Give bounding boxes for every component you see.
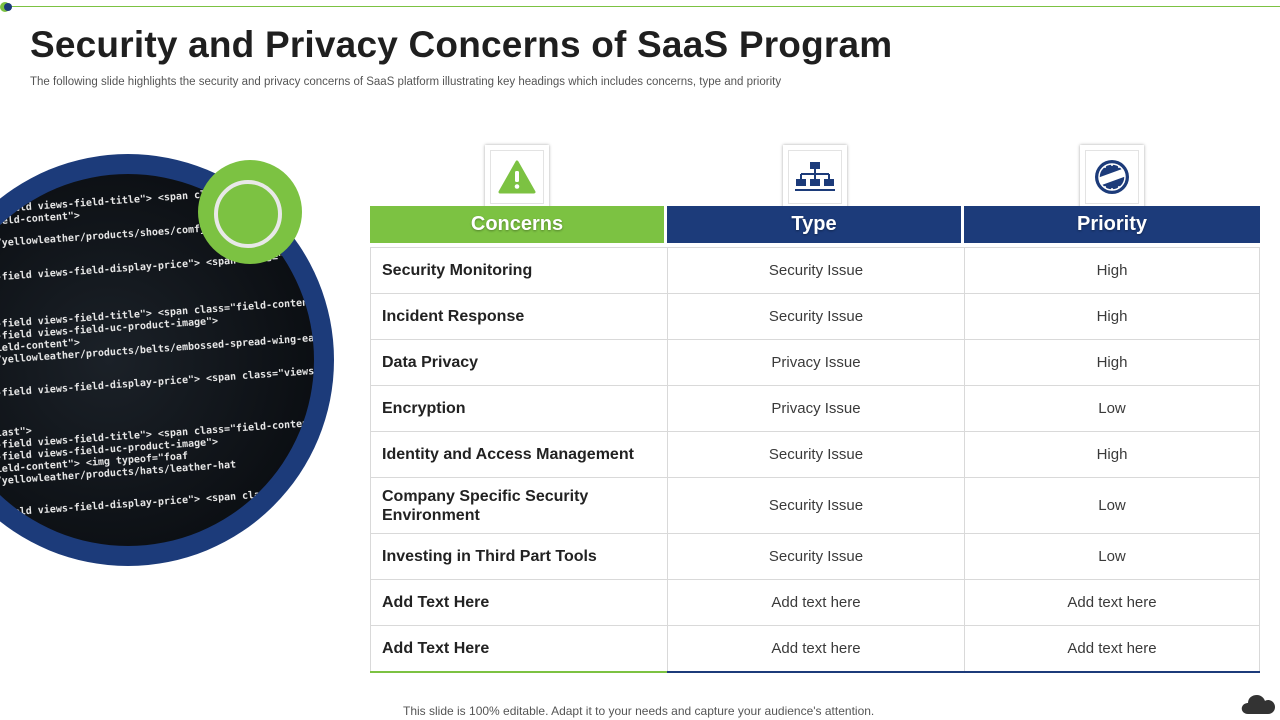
table-row: Data Privacy Privacy Issue High — [370, 339, 1260, 385]
priority-cell: Low — [964, 534, 1260, 579]
concern-cell: Encryption — [370, 386, 667, 431]
table-row: Encryption Privacy Issue Low — [370, 385, 1260, 431]
type-cell: Security Issue — [667, 248, 964, 293]
priority-cell: Add text here — [964, 626, 1260, 671]
priority-cell: High — [964, 432, 1260, 477]
type-cell: Privacy Issue — [667, 386, 964, 431]
priority-seal-icon — [1095, 160, 1129, 194]
priority-cell: High — [964, 340, 1260, 385]
type-cell: Security Issue — [667, 294, 964, 339]
table-bottom-border — [370, 671, 1260, 673]
table-row: Identity and Access Management Security … — [370, 431, 1260, 477]
priority-icon-box — [1080, 145, 1144, 209]
code-line: last"> — [0, 426, 32, 439]
concern-cell: Add Text Here — [370, 580, 667, 625]
concerns-icon-box — [485, 145, 549, 209]
table-row: Company Specific Security Environment Se… — [370, 477, 1260, 533]
footer-note: This slide is 100% editable. Adapt it to… — [403, 704, 875, 718]
table-row: Security Monitoring Security Issue High — [370, 247, 1260, 293]
type-cell: Security Issue — [667, 534, 964, 579]
accent-ring — [214, 180, 282, 248]
table-body: Security Monitoring Security Issue High … — [370, 247, 1260, 671]
table-row: Add Text Here Add text here Add text her… — [370, 625, 1260, 671]
table-row: Add Text Here Add text here Add text her… — [370, 579, 1260, 625]
header-type: Type — [667, 206, 961, 243]
top-accent-line — [8, 6, 1280, 7]
concern-cell: Company Specific Security Environment — [370, 478, 667, 533]
concern-cell: Data Privacy — [370, 340, 667, 385]
type-icon-box — [783, 145, 847, 209]
concern-cell: Identity and Access Management — [370, 432, 667, 477]
concern-cell: Investing in Third Part Tools — [370, 534, 667, 579]
type-cell: Add text here — [667, 580, 964, 625]
priority-cell: Low — [964, 478, 1260, 533]
priority-cell: High — [964, 248, 1260, 293]
type-cell: Privacy Issue — [667, 340, 964, 385]
concern-cell: Security Monitoring — [370, 248, 667, 293]
type-cell: Security Issue — [667, 478, 964, 533]
header-concerns: Concerns — [370, 206, 664, 243]
top-accent-dot — [0, 2, 12, 12]
code-screen-image: -field views-field-title"> <span class="… — [0, 150, 340, 570]
network-hierarchy-icon — [795, 162, 835, 191]
priority-cell: High — [964, 294, 1260, 339]
concern-cell: Add Text Here — [370, 626, 667, 671]
type-cell: Security Issue — [667, 432, 964, 477]
concern-cell: Incident Response — [370, 294, 667, 339]
priority-cell: Add text here — [964, 580, 1260, 625]
warning-icon — [498, 160, 536, 194]
page-title: Security and Privacy Concerns of SaaS Pr… — [30, 24, 893, 65]
type-cell: Add text here — [667, 626, 964, 671]
cloud-icon — [1241, 695, 1275, 714]
accent-green-circle — [198, 160, 302, 264]
concerns-table: Concerns Type Priority Security Monitori… — [370, 206, 1260, 673]
priority-cell: Low — [964, 386, 1260, 431]
table-row: Incident Response Security Issue High — [370, 293, 1260, 339]
page-subtitle: The following slide highlights the secur… — [30, 76, 782, 88]
table-header: Concerns Type Priority — [370, 206, 1260, 243]
table-row: Investing in Third Part Tools Security I… — [370, 533, 1260, 579]
header-priority: Priority — [964, 206, 1260, 243]
